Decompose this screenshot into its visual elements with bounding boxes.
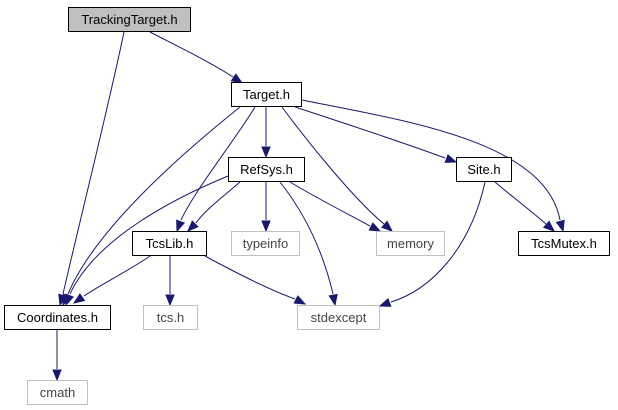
node-memory: memory	[376, 231, 445, 256]
node-stdexcept: stdexcept	[297, 305, 380, 330]
node-label: typeinfo	[242, 236, 289, 251]
edge-line	[67, 106, 241, 295]
edge-target-to-refsys	[261, 107, 271, 159]
node-label: Target.h	[243, 87, 290, 102]
edge-arrowhead	[52, 369, 62, 382]
node-trackingtarget-h: TrackingTarget.h	[68, 7, 191, 32]
edge-arrowhead	[187, 220, 199, 232]
edge-arrowhead	[293, 295, 307, 305]
node-label: memory	[387, 236, 434, 251]
node-label: cmath	[39, 385, 76, 400]
edge-tracking-target-to-target	[149, 31, 244, 84]
node-label: TcsLib.h	[145, 236, 194, 251]
node-label: tcs.h	[156, 310, 185, 325]
edge-arrowhead	[444, 153, 458, 163]
node-tcs-h: tcs.h	[143, 305, 198, 330]
node-label: RefSys.h	[240, 162, 293, 177]
edge-line	[494, 181, 547, 225]
node-refsys-h[interactable]: RefSys.h	[228, 157, 305, 182]
node-tcsmutex-h[interactable]: TcsMutex.h	[518, 231, 610, 256]
node-label: Site.h	[467, 162, 501, 177]
edge-refsys-to-coordinates	[65, 175, 229, 307]
edge-target-to-tcsmutex	[301, 99, 565, 233]
edge-arrowhead	[65, 293, 75, 307]
edge-arrowhead	[368, 222, 382, 232]
edge-arrowhead	[261, 146, 271, 159]
edge-line	[180, 106, 256, 221]
edge-arrowhead	[230, 73, 244, 84]
node-label: TrackingTarget.h	[81, 12, 178, 27]
edge-site-to-tcsmutex	[494, 181, 556, 232]
edge-arrowhead	[378, 297, 392, 307]
edge-arrowhead	[261, 220, 271, 233]
edge-site-to-stdexcept	[378, 181, 486, 307]
edge-coordinates-to-cmath	[52, 330, 62, 382]
edge-line	[204, 255, 296, 300]
edge-tracking-target-to-coordinates	[58, 31, 125, 307]
edge-line	[62, 31, 125, 295]
edge-arrowhead	[380, 220, 394, 232]
edge-tcslib-to-coordinates	[72, 255, 151, 304]
edge-target-to-site	[294, 106, 458, 163]
edge-line	[294, 106, 446, 159]
edge-line	[279, 181, 334, 295]
node-label: stdexcept	[310, 310, 367, 325]
edge-tcslib-to-tcs	[165, 256, 175, 307]
edge-arrowhead	[542, 220, 556, 232]
node-label: Coordinates.h	[17, 310, 98, 325]
edge-arrowhead	[328, 293, 338, 307]
edge-arrowhead	[165, 294, 175, 307]
edge-arrowhead	[72, 293, 86, 304]
edge-refsys-to-memory	[289, 181, 382, 232]
edge-target-to-tcslib	[176, 106, 256, 233]
node-tcslib-h[interactable]: TcsLib.h	[132, 231, 207, 256]
edge-refsys-to-tcslib	[187, 181, 241, 232]
node-target-h[interactable]: Target.h	[231, 82, 302, 107]
edge-line	[390, 181, 486, 303]
node-site-h[interactable]: Site.h	[456, 157, 512, 182]
node-label: TcsMutex.h	[531, 236, 597, 251]
node-cmath: cmath	[27, 380, 88, 405]
edge-line	[281, 106, 385, 225]
edge-line	[69, 175, 229, 295]
edge-line	[289, 181, 371, 227]
edge-line	[301, 99, 561, 221]
node-coordinates-h[interactable]: Coordinates.h	[4, 305, 111, 330]
edge-line	[195, 181, 241, 224]
edge-line	[149, 31, 234, 78]
edge-tcslib-to-stdexcept	[204, 255, 307, 305]
edge-line	[83, 255, 151, 297]
edge-target-to-memory	[281, 106, 394, 232]
edge-arrowhead	[555, 219, 565, 233]
edge-refsys-to-stdexcept	[279, 181, 338, 307]
edge-arrowhead	[176, 219, 186, 233]
edge-refsys-to-typeinfo	[261, 182, 271, 233]
edge-target-to-coordinates	[62, 106, 241, 307]
node-typeinfo: typeinfo	[231, 231, 300, 256]
